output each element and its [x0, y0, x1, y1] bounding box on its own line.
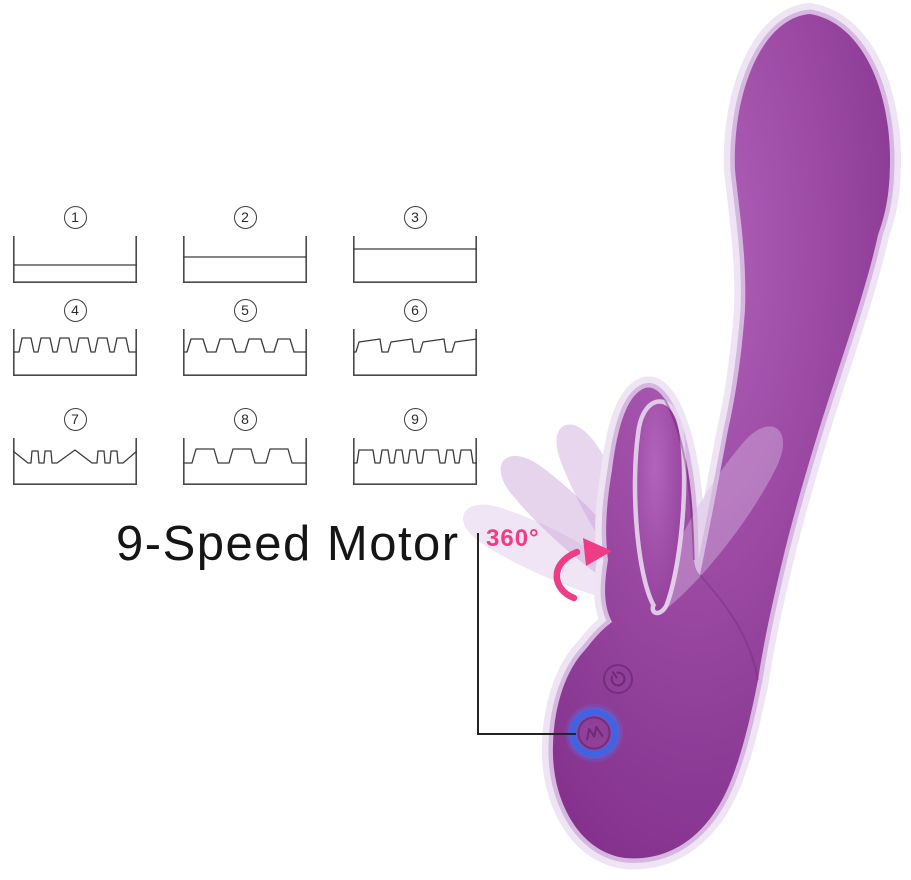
- pattern-waveform: [353, 236, 477, 283]
- pattern-waveform: [13, 329, 137, 376]
- pattern-number-badge: 2: [233, 206, 257, 229]
- pattern-waveform: [353, 329, 477, 376]
- page-title: 9-Speed Motor: [116, 517, 460, 571]
- speed-pattern-cell: 3: [353, 206, 477, 284]
- pattern-number-badge: 8: [233, 408, 257, 431]
- pattern-number-badge: 5: [233, 299, 257, 322]
- handle-crease: [699, 574, 759, 681]
- wave-icon: [586, 725, 604, 741]
- pattern-waveform: [183, 236, 307, 283]
- speed-pattern-cell: 8: [183, 408, 307, 486]
- speed-pattern-cell: 1: [13, 206, 137, 284]
- pattern-number-badge: 9: [403, 408, 427, 431]
- pattern-waveform: [13, 236, 137, 283]
- speed-pattern-cell: 9: [353, 408, 477, 486]
- pattern-waveform: [183, 329, 307, 376]
- pattern-number-badge: 1: [63, 206, 87, 229]
- speed-pattern-cell: 7: [13, 408, 137, 486]
- power-button: [603, 664, 633, 694]
- rotation-degree-label: 360°: [486, 525, 540, 552]
- speed-pattern-cell: 6: [353, 299, 477, 377]
- speed-pattern-cell: 2: [183, 206, 307, 284]
- pattern-number-badge: 6: [403, 299, 427, 322]
- pattern-waveform: [183, 438, 307, 485]
- pattern-number-badge: 7: [63, 408, 87, 431]
- pattern-waveform: [353, 438, 477, 485]
- pattern-number-badge: 4: [63, 299, 87, 322]
- speed-pattern-cell: 4: [13, 299, 137, 377]
- product-image: [454, 0, 911, 880]
- arm-crease: [664, 399, 695, 561]
- pattern-number-badge: 3: [403, 206, 427, 229]
- vibration-button: [565, 704, 623, 762]
- pattern-waveform: [13, 438, 137, 485]
- speed-pattern-cell: 5: [183, 299, 307, 377]
- power-icon: [610, 671, 626, 687]
- connector-line-horizontal: [477, 733, 576, 735]
- rotation-arrow-icon: [553, 538, 612, 602]
- connector-line-vertical: [477, 533, 479, 734]
